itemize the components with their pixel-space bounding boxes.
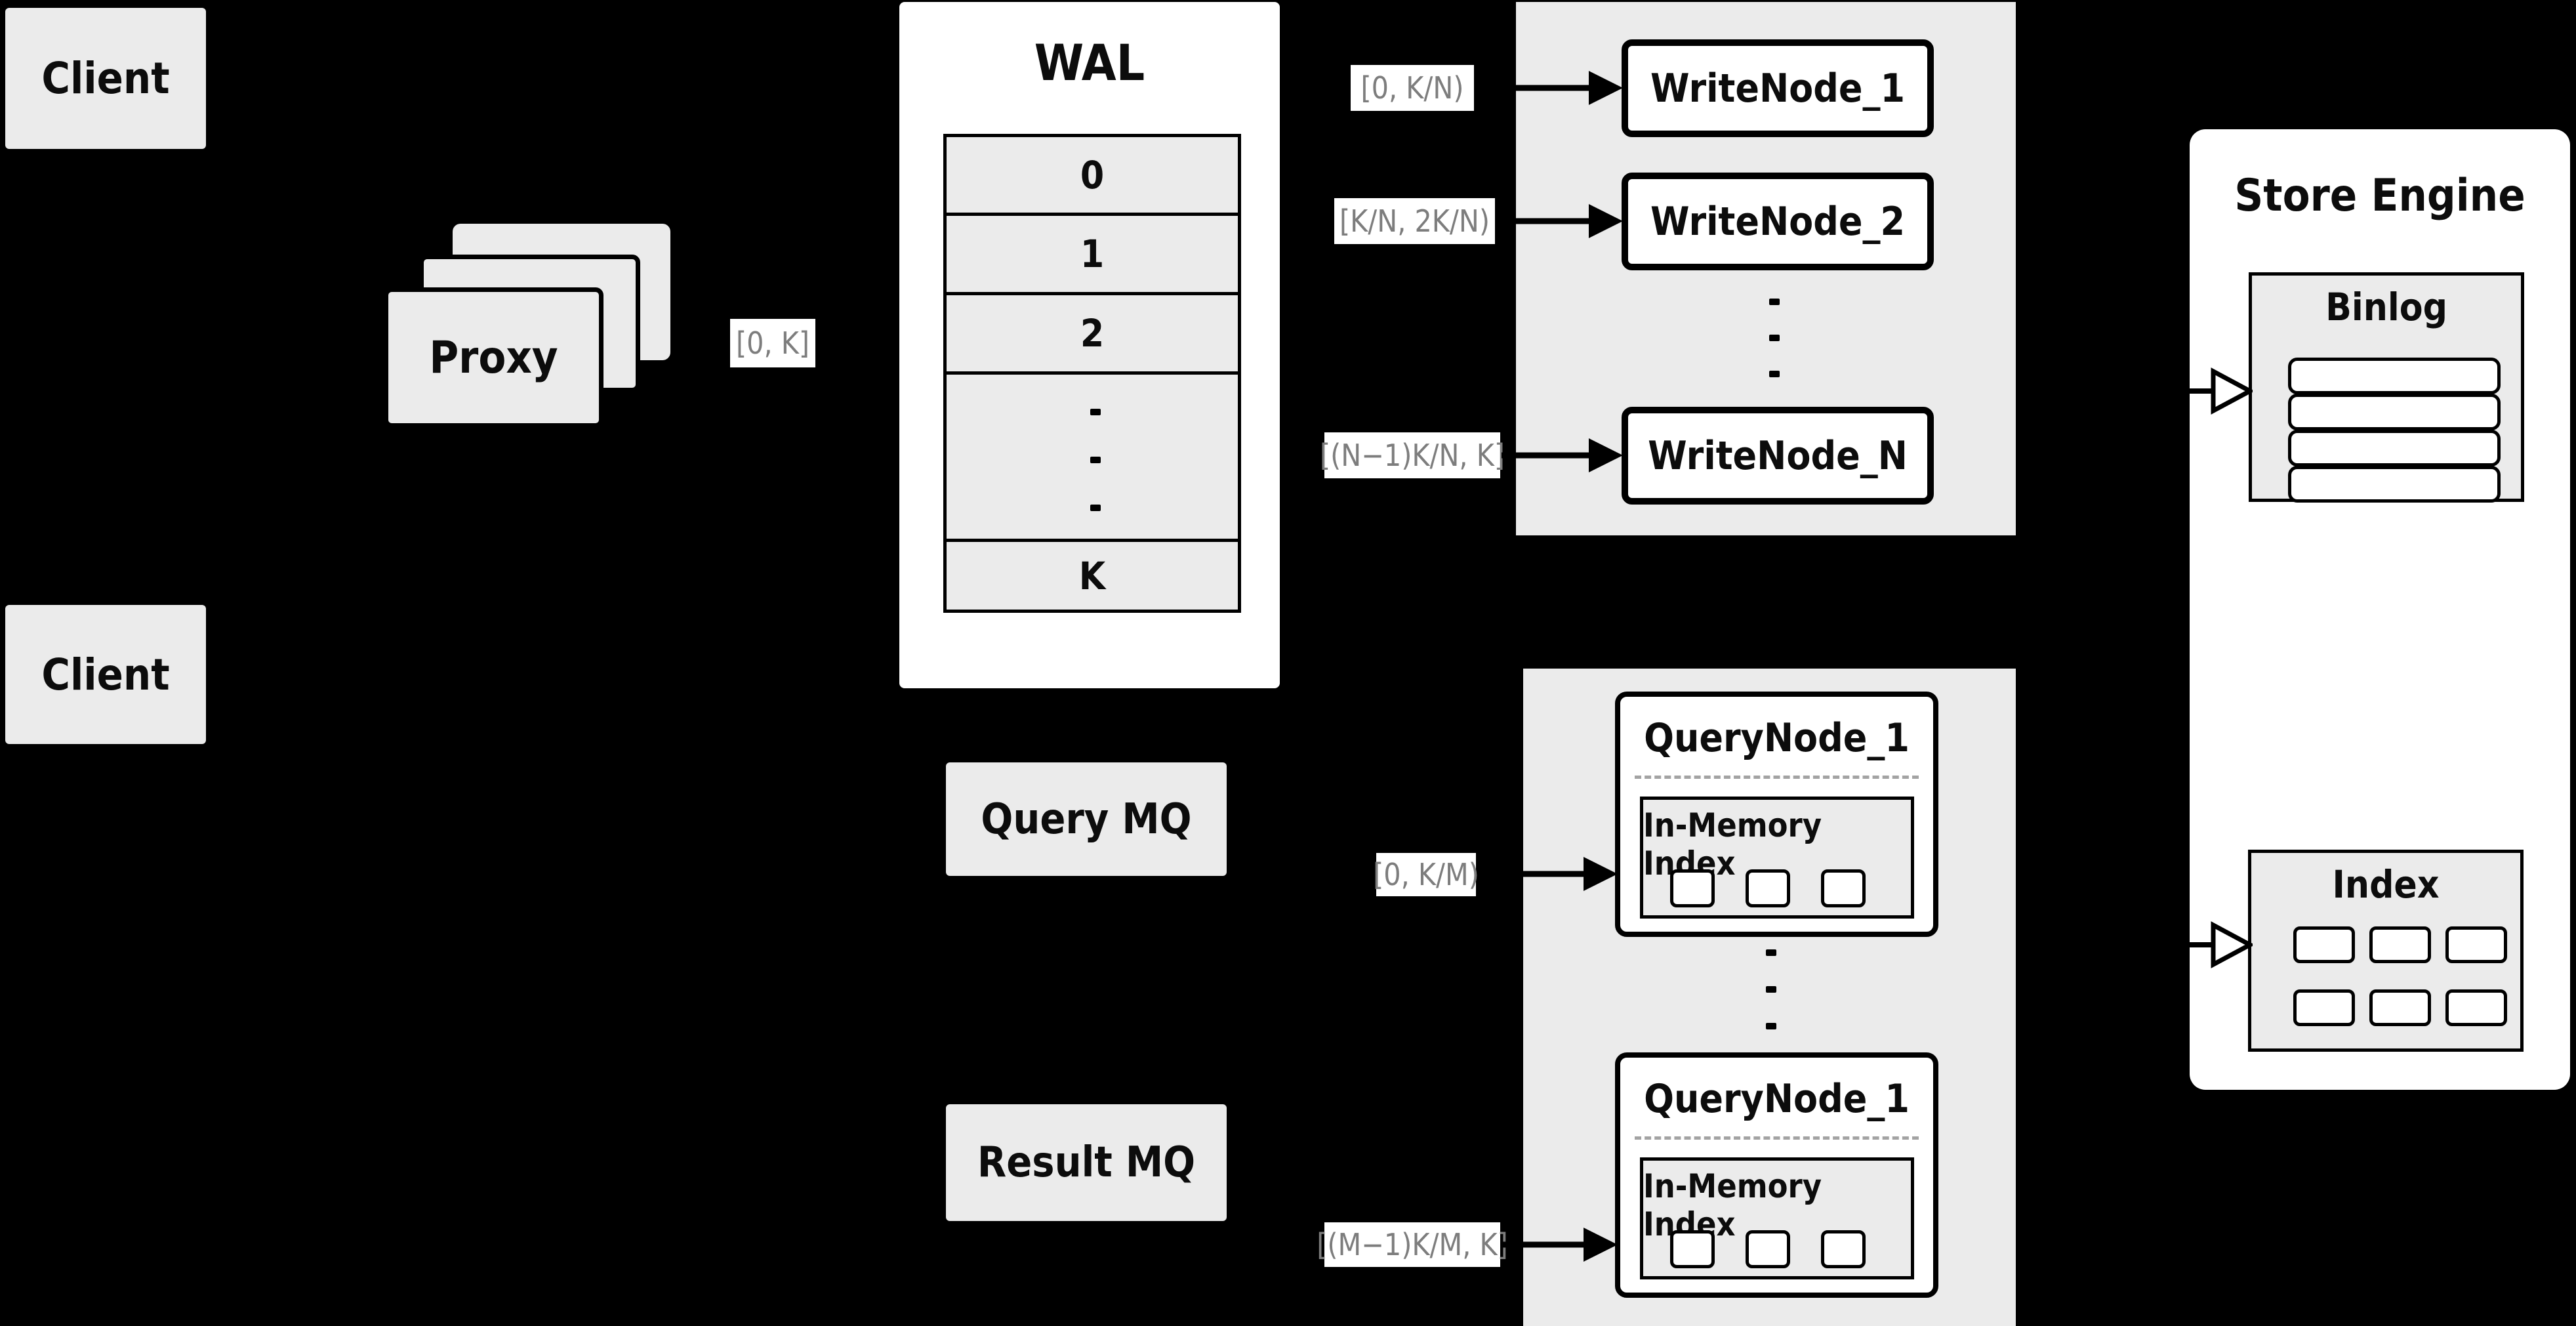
segment-cell xyxy=(1670,1230,1715,1268)
write-node-2: WriteNode_2 xyxy=(1622,173,1934,270)
index-cell xyxy=(2445,926,2507,963)
wal-box: WAL 0 1 2 K xyxy=(899,2,1280,688)
store-engine-box: Store Engine Binlog Index xyxy=(2190,129,2570,1090)
ellipsis-dot xyxy=(1766,986,1776,993)
index-cell xyxy=(2293,926,2355,963)
arrow-to-binlog xyxy=(2190,367,2253,415)
query-node-top-title: QueryNode_1 xyxy=(1644,715,1910,761)
binlog-slot xyxy=(2288,394,2501,430)
proxy-label: Proxy xyxy=(429,331,558,384)
query-node-bottom-title: QueryNode_1 xyxy=(1644,1076,1910,1122)
in-memory-index-top-title: In-Memory Index xyxy=(1643,806,1822,882)
wal-segment-row: 2 xyxy=(943,292,1241,375)
in-memory-index-bottom: In-Memory Index xyxy=(1640,1157,1914,1279)
arrow-to-write-node-2 xyxy=(1496,204,1623,238)
range-label-write-n: [(N−1)K/N, K] xyxy=(1320,432,1505,478)
ellipsis-dot xyxy=(1769,335,1780,341)
query-node-top: QueryNode_1 In-Memory Index xyxy=(1615,692,1938,937)
proxy-card-front: Proxy xyxy=(384,287,603,428)
client-box-bottom: Client xyxy=(5,605,206,744)
client-bottom-label: Client xyxy=(41,649,170,700)
segment-cell xyxy=(1746,1230,1790,1268)
query-mq-label: Query MQ xyxy=(981,795,1192,844)
binlog-slot xyxy=(2288,466,2501,503)
segment-cell xyxy=(1821,869,1866,907)
write-node-cluster: WriteNode_1 WriteNode_2 WriteNode_N xyxy=(1516,2,2016,535)
ellipsis-dot xyxy=(1766,949,1776,956)
query-mq-box: Query MQ xyxy=(946,762,1227,876)
range-label-query-2: [(M−1)K/M, K] xyxy=(1317,1222,1508,1267)
write-node-1: WriteNode_1 xyxy=(1622,39,1934,137)
wal-segment-row: 1 xyxy=(943,213,1241,295)
arrow-to-write-node-1 xyxy=(1476,71,1623,105)
write-node-n: WriteNode_N xyxy=(1622,407,1934,505)
range-label-write-2: [K/N, 2K/N) xyxy=(1334,198,1495,244)
arrow-to-index xyxy=(2190,921,2253,968)
index-cell xyxy=(2369,926,2431,963)
binlog-slot xyxy=(2288,358,2501,394)
index-box: Index xyxy=(2248,850,2524,1052)
dashed-divider xyxy=(1635,776,1919,779)
query-node-bottom: QueryNode_1 In-Memory Index xyxy=(1615,1052,1938,1298)
in-memory-index-top: In-Memory Index xyxy=(1640,797,1914,919)
segment-cell xyxy=(1746,869,1790,907)
wal-segment-row: 0 xyxy=(943,134,1241,216)
ellipsis-dot xyxy=(1769,299,1780,305)
range-label-proxy-out: [0, K] xyxy=(730,319,815,367)
result-mq-box: Result MQ xyxy=(946,1104,1227,1221)
wal-segment-row: K xyxy=(943,539,1241,613)
arrow-to-write-node-n xyxy=(1502,438,1623,472)
range-label-write-1: [0, K/N) xyxy=(1351,65,1474,111)
ellipsis-dot xyxy=(1769,371,1780,377)
binlog-slot xyxy=(2288,430,2501,466)
arrow-to-query-node-top xyxy=(1477,857,1618,891)
wal-ellipsis-row xyxy=(943,371,1241,542)
client-top-label: Client xyxy=(41,53,170,104)
wal-segment-table: 0 1 2 K xyxy=(943,134,1241,613)
index-cell xyxy=(2445,989,2507,1026)
index-title: Index xyxy=(2332,862,2440,907)
ellipsis-dot xyxy=(1090,505,1101,511)
client-box-top: Client xyxy=(5,8,206,149)
range-label-query-1: [0, K/M) xyxy=(1373,853,1479,896)
in-memory-index-bottom-title: In-Memory Index xyxy=(1643,1167,1822,1243)
store-engine-title: Store Engine xyxy=(2234,170,2525,222)
segment-cell xyxy=(1670,869,1715,907)
binlog-box: Binlog xyxy=(2249,272,2524,503)
segment-cell xyxy=(1821,1230,1866,1268)
index-cell xyxy=(2369,989,2431,1026)
result-mq-label: Result MQ xyxy=(977,1138,1196,1187)
ellipsis-dot xyxy=(1766,1023,1776,1029)
index-cell xyxy=(2293,989,2355,1026)
binlog-title: Binlog xyxy=(2325,285,2447,329)
arrow-to-query-node-bottom xyxy=(1502,1228,1618,1262)
ellipsis-dot xyxy=(1090,409,1101,415)
ellipsis-dot xyxy=(1090,457,1101,463)
query-node-cluster: QueryNode_1 In-Memory Index QueryNode_1 … xyxy=(1523,669,2016,1326)
dashed-divider xyxy=(1635,1136,1919,1140)
wal-title: WAL xyxy=(1034,33,1145,92)
